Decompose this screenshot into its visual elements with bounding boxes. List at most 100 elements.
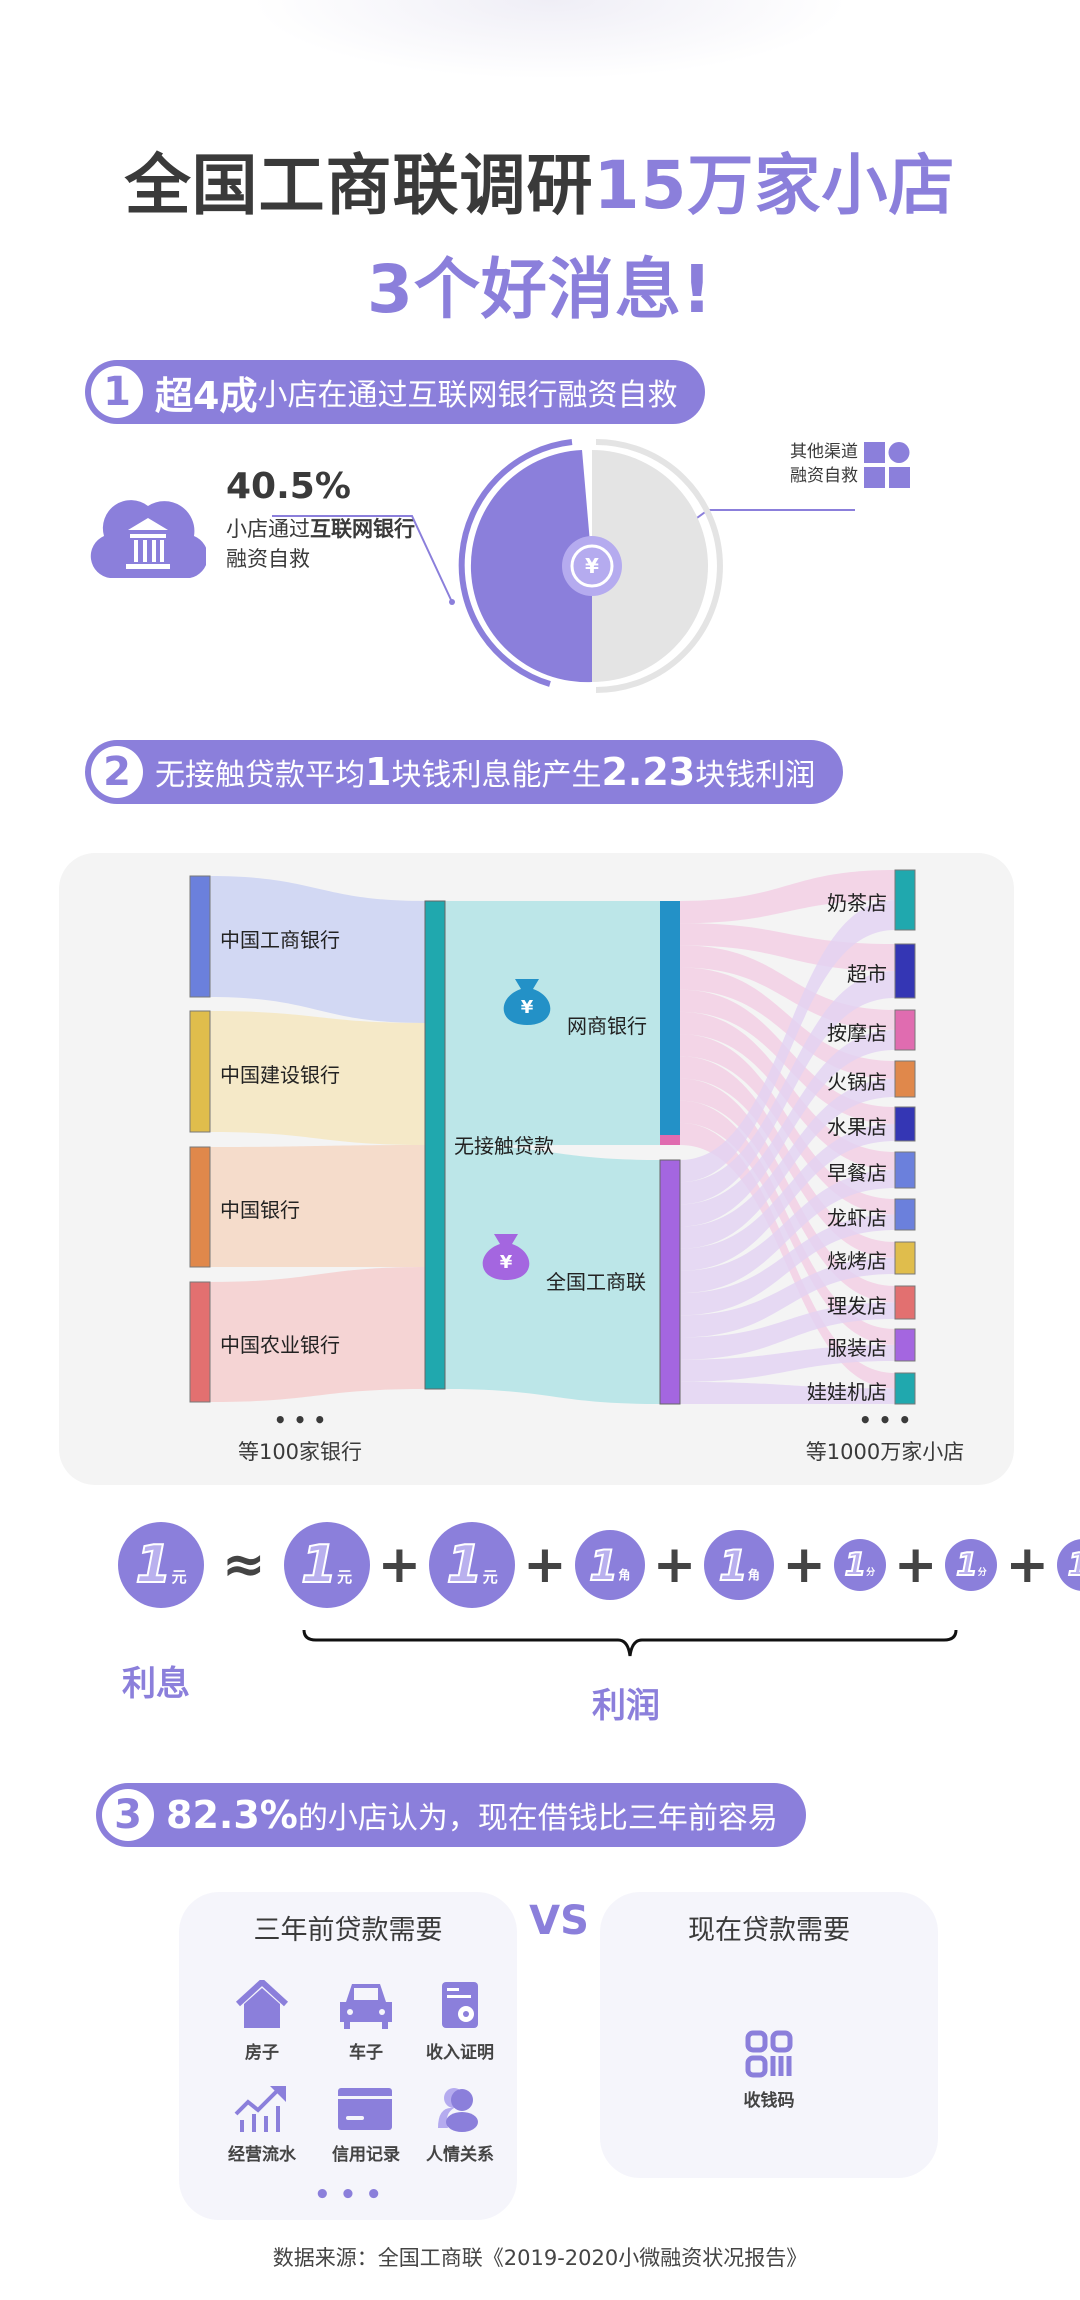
shop-label: 龙虾店 <box>827 1205 887 1230</box>
title-part: 全国工商联调研 <box>124 147 594 224</box>
shop-label: 服装店 <box>827 1336 887 1360</box>
source-node <box>189 1010 211 1133</box>
flow-band <box>680 1381 895 1404</box>
coin-equation: 1元≈1元+1元+1角+1角+1分+1分+1分 <box>118 1520 1080 1610</box>
lender-node-sliver <box>660 1135 680 1145</box>
flow-band <box>680 1345 895 1382</box>
shop-label: 娃娃机店 <box>807 1379 887 1404</box>
flow-band <box>680 923 895 971</box>
desc-text: 小店通过 <box>226 517 310 541</box>
car-icon <box>340 1984 392 2029</box>
source-footer: 数据来源：全国工商联《2019-2020小微融资状况报告》 <box>272 2246 808 2270</box>
section1-header: 1 超4成小店在通过互联网银行融资自救 <box>85 360 706 424</box>
section3-header: 3 82.3%的小店认为，现在借钱比三年前容易 <box>96 1783 806 1847</box>
coin-value: 1 <box>134 1534 172 1596</box>
shop-node <box>894 943 916 999</box>
flow-band <box>210 1267 425 1402</box>
shop-node <box>894 1372 916 1405</box>
title-highlight: 15万家小店 <box>593 147 956 224</box>
shop-node <box>894 1285 916 1320</box>
coin-unit: 元 <box>171 1567 187 1586</box>
shop-node <box>894 1151 916 1189</box>
before-item: 房子 <box>245 2043 279 2063</box>
shop-label: 理发店 <box>827 1293 887 1318</box>
shop-label: 超市 <box>847 962 887 986</box>
right-footnote: 等1000万家小店 <box>805 1440 965 1464</box>
coin: 1分 <box>1057 1539 1080 1591</box>
section2-bold: 1 <box>365 750 392 794</box>
shop-node <box>894 1198 916 1231</box>
profit-label: 利润 <box>592 1686 660 1726</box>
flow-band <box>680 900 895 1183</box>
plus-sign: + <box>523 1535 567 1595</box>
section-number: 3 <box>102 1789 154 1841</box>
section-number: 2 <box>91 746 143 798</box>
flow-band <box>680 870 895 924</box>
vs-label: VS <box>529 1898 589 1944</box>
plus-sign: + <box>893 1535 938 1595</box>
pie-chart: ¥ <box>272 439 855 693</box>
pie-slice-internet <box>470 450 592 683</box>
coin-value: 1 <box>844 1546 868 1584</box>
shop-node <box>894 869 916 931</box>
approx-sign: ≈ <box>222 1535 266 1595</box>
shop-label: 水果店 <box>827 1115 887 1139</box>
money-bag-icon <box>482 1234 530 1280</box>
trend-chart-icon <box>234 2086 286 2132</box>
internet-desc: 小店通过互联网银行融资自救 <box>226 514 415 574</box>
plus-sign: + <box>1005 1535 1050 1595</box>
plus-sign: + <box>652 1535 697 1595</box>
house-icon <box>235 1980 289 2028</box>
lender-node <box>660 901 680 1135</box>
plus-sign: + <box>782 1535 826 1595</box>
other-text: 融资自救 <box>790 466 858 486</box>
source-label: 中国银行 <box>220 1198 300 1222</box>
flow-band <box>210 876 425 1023</box>
other-label: 其他渠道融资自救 <box>778 440 858 488</box>
coin-unit: 角 <box>747 1567 760 1582</box>
flow-band <box>445 1145 660 1404</box>
flow-band <box>680 1079 895 1249</box>
section2-text: 块钱利润 <box>695 758 816 793</box>
flow-band <box>680 1214 895 1316</box>
before-item: 收入证明 <box>426 2043 494 2063</box>
internet-percent: 40.5% <box>226 466 351 507</box>
shop-node <box>894 1241 916 1275</box>
right-dots: • • • <box>858 1408 912 1432</box>
qr-code-icon <box>745 2030 793 2078</box>
page-title-line2: 3个好消息! <box>366 251 714 328</box>
shop-node <box>894 1009 916 1051</box>
flow-band <box>680 1030 895 1227</box>
money-bag-icon <box>503 979 551 1025</box>
leader-line <box>272 515 453 603</box>
shop-node <box>894 1060 916 1098</box>
left-dots: • • • <box>273 1408 327 1432</box>
coin-value: 1 <box>718 1540 749 1591</box>
coin-value: 1 <box>446 1534 484 1596</box>
source-label: 中国建设银行 <box>220 1062 340 1087</box>
section1-bold: 超4成 <box>155 373 258 418</box>
coin-unit: 角 <box>618 1567 631 1582</box>
coin-value: 1 <box>588 1540 619 1591</box>
flow-band <box>210 1145 425 1267</box>
flow-band <box>680 1124 895 1271</box>
coin-unit: 元 <box>337 1567 353 1586</box>
section1-text: 小店在通过互联网银行融资自救 <box>257 378 678 413</box>
shop-label: 奶茶店 <box>827 891 887 915</box>
lender-node <box>659 1159 681 1405</box>
flow-band <box>680 1170 895 1294</box>
interest-label: 利息 <box>122 1664 190 1704</box>
flow-band <box>445 901 660 1145</box>
before-box <box>179 1892 517 2220</box>
source-label: 中国农业银行 <box>220 1333 340 1357</box>
shop-label: 火锅店 <box>827 1070 887 1094</box>
cloud-bank-icon <box>90 500 206 578</box>
shop-label: 烧烤店 <box>827 1249 887 1273</box>
section2-bold: 2.23 <box>601 750 696 794</box>
flow-band <box>680 1302 895 1360</box>
before-item: 人情关系 <box>426 2145 494 2165</box>
